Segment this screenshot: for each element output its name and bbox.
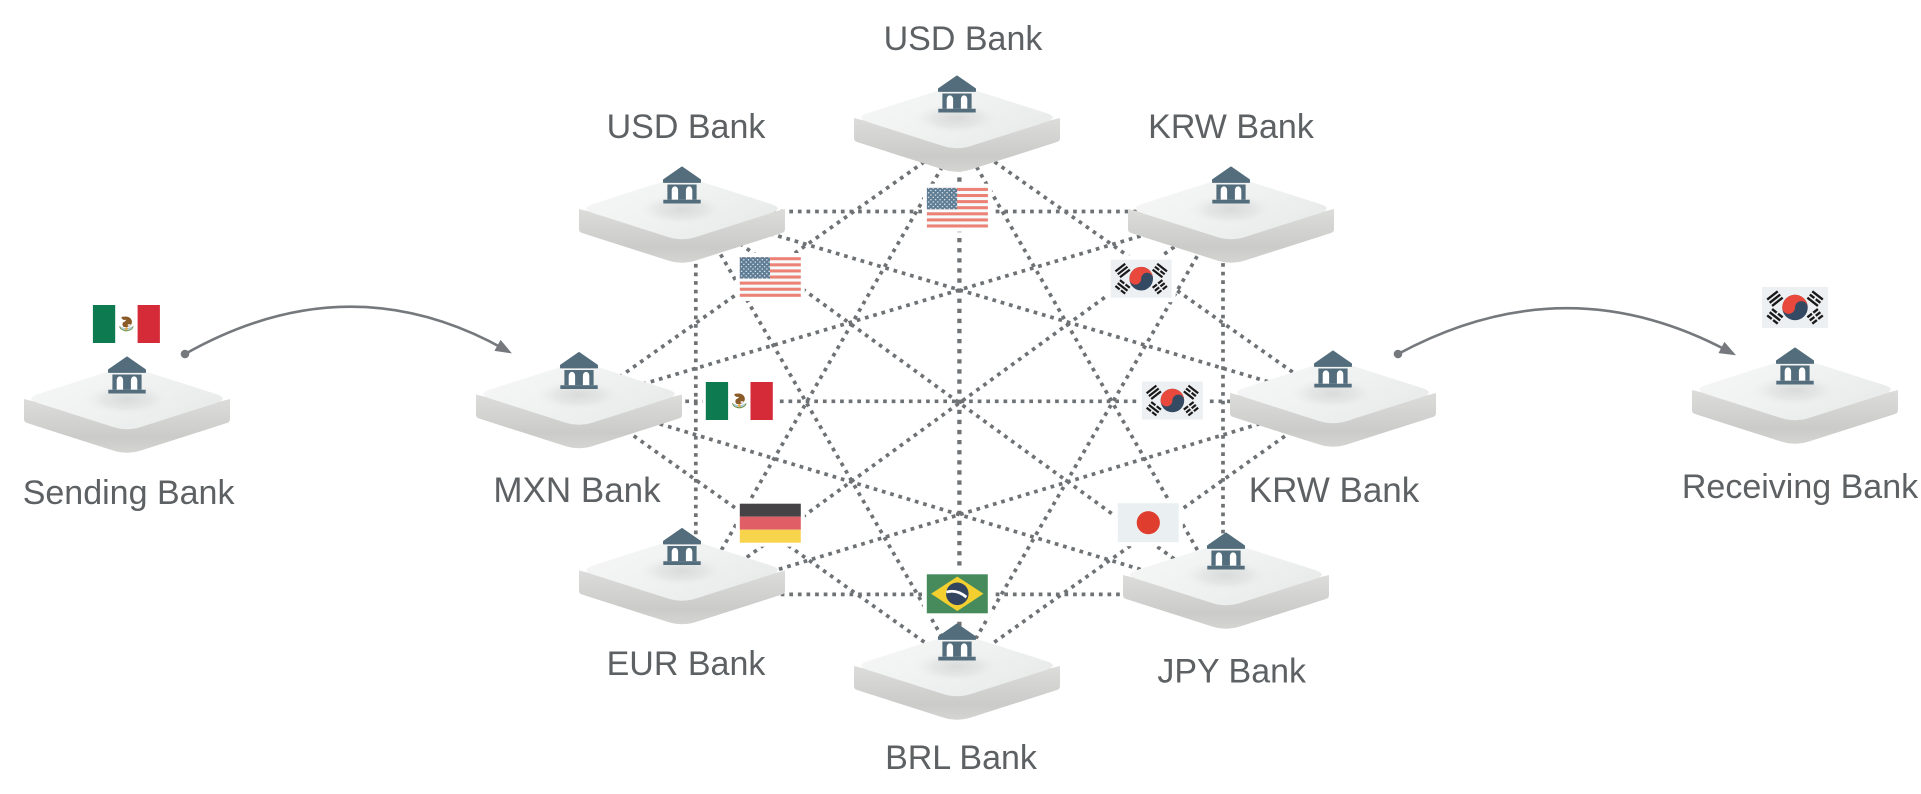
svg-text:Receiving Bank: Receiving Bank (1682, 468, 1919, 506)
svg-text:KRW Bank: KRW Bank (1249, 471, 1420, 510)
svg-text:MXN Bank: MXN Bank (493, 471, 661, 510)
svg-text:BRL Bank: BRL Bank (885, 739, 1038, 777)
svg-text:Sending Bank: Sending Bank (23, 474, 236, 512)
svg-text:JPY Bank: JPY Bank (1157, 653, 1307, 691)
svg-text:KRW Bank: KRW Bank (1148, 108, 1315, 146)
svg-text:USD Bank: USD Bank (607, 108, 767, 146)
svg-text:USD Bank: USD Bank (884, 20, 1044, 58)
svg-text:EUR Bank: EUR Bank (607, 645, 767, 683)
